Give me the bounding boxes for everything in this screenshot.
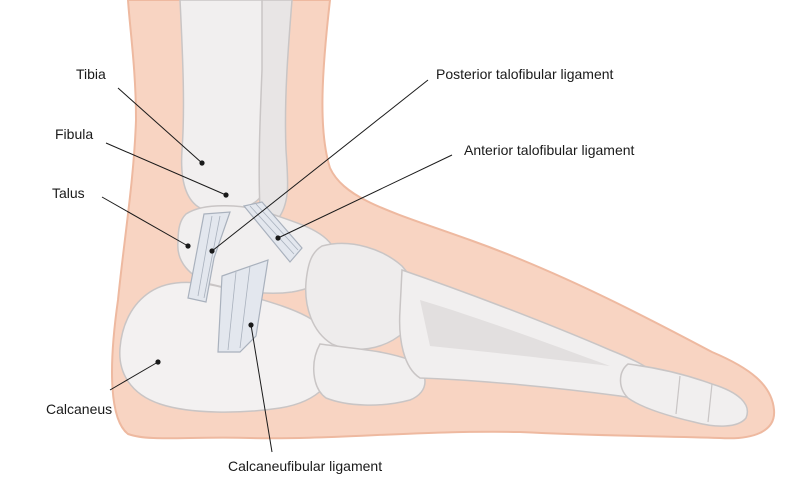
posterior-talofibular-dot xyxy=(209,248,215,254)
calcaneus-dot xyxy=(155,359,161,365)
label-talus: Talus xyxy=(52,185,85,201)
midfoot-bone xyxy=(304,242,417,351)
cuboid-bone xyxy=(313,343,426,406)
leader-lines xyxy=(101,79,453,453)
phalanx-joint xyxy=(707,383,713,423)
talus-leader xyxy=(101,196,189,247)
tibia-leader xyxy=(117,87,203,164)
phalanges-bones xyxy=(619,363,749,427)
label-posterior-talofibular-ligament: Posterior talofibular ligament xyxy=(436,66,614,82)
posterior-talofibular-leader xyxy=(211,79,429,252)
label-calcaneus: Calcaneus xyxy=(46,401,113,417)
label-fibula: Fibula xyxy=(55,126,94,142)
anterior-talofibular-dot xyxy=(275,235,281,241)
fibula-dot xyxy=(223,192,229,198)
label-calcaneofibular-ligament: Calcaneufibular ligament xyxy=(228,458,383,474)
label-anterior-talofibular-ligament: Anterior talofibular ligament xyxy=(464,142,635,158)
calcaneofibular-leader xyxy=(250,324,273,453)
phalanx-joint xyxy=(675,375,681,415)
tibia-bone xyxy=(179,0,271,212)
metatarsal-shade xyxy=(420,300,610,366)
posterior-talofibular-ligament xyxy=(187,211,231,303)
label-tibia: Tibia xyxy=(76,66,106,82)
pointer-dots xyxy=(155,160,281,365)
anterior-talofibular-leader xyxy=(277,154,453,239)
fibula-bone xyxy=(258,0,293,221)
tibia-dot xyxy=(199,160,205,166)
talus-dot xyxy=(185,243,191,249)
fibula-leader xyxy=(105,142,227,196)
calcaneus-leader xyxy=(109,361,159,391)
calcaneofibular-dot xyxy=(248,322,254,328)
